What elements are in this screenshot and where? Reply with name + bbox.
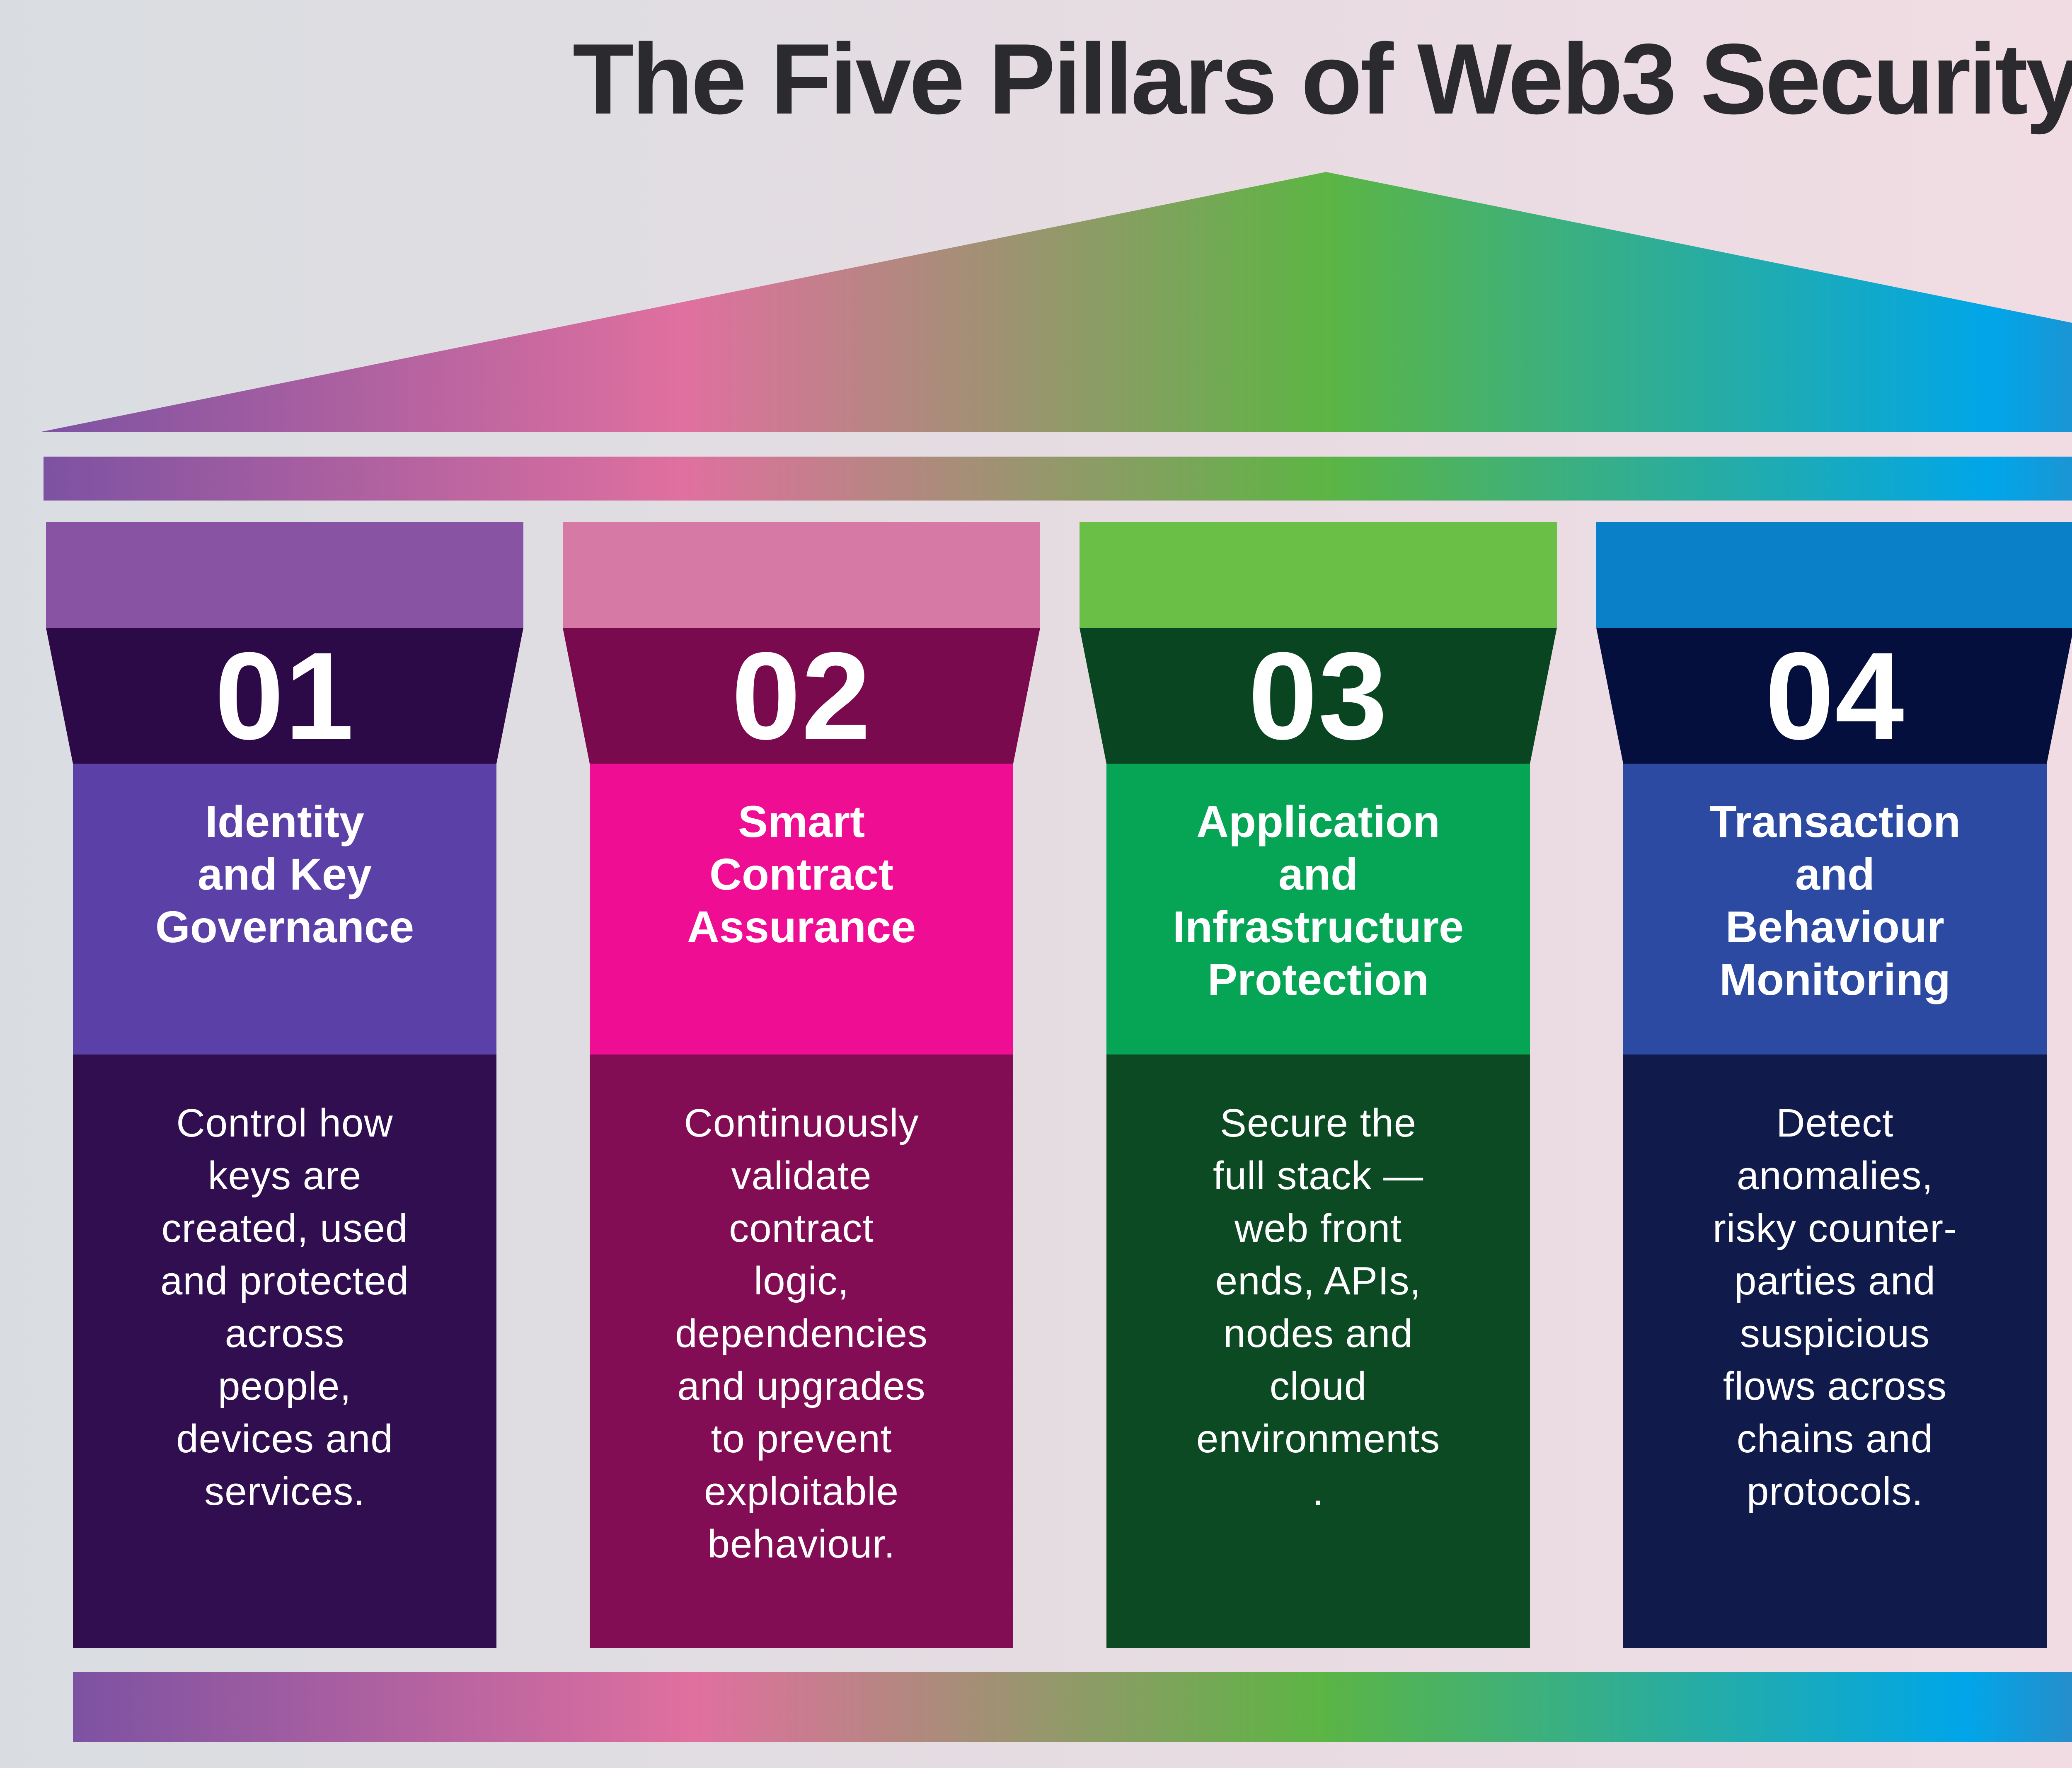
pillar-03-title-block: Application and Infrastructure Protectio… — [1106, 764, 1530, 1055]
pillar-02-cap — [563, 522, 1040, 628]
pillar-03-title: Application and Infrastructure Protectio… — [1172, 796, 1464, 1004]
pillar-02-title: Smart Contract Assurance — [687, 796, 916, 952]
pillar-01-title: Identity and Key Governance — [155, 796, 414, 952]
pillar-02-description-block: Continuously validate contract logic, de… — [590, 1055, 1013, 1648]
pillar-03-number: 03 — [1248, 626, 1388, 765]
pediment-roof — [41, 172, 2072, 432]
pillar-04: 04 Transaction and Behaviour Monitoring … — [1596, 522, 2072, 1648]
pillar-02: 02 Smart Contract Assurance Continuously… — [563, 522, 1040, 1648]
pillar-02-description: Continuously validate contract logic, de… — [675, 1101, 928, 1566]
pillar-03-description-block: Secure the full stack — web front ends, … — [1106, 1055, 1530, 1648]
page-title: The Five Pillars of Web3 Security — [572, 23, 2072, 135]
pillar-01-number: 01 — [215, 626, 355, 765]
top-gradient-bar — [44, 457, 2072, 501]
pillar-01-cap — [46, 522, 523, 628]
pillar-04-title-block: Transaction and Behaviour Monitoring — [1623, 764, 2047, 1055]
pillar-01-capital: 01 — [46, 628, 523, 764]
pillar-04-title: Transaction and Behaviour Monitoring — [1709, 796, 1961, 1004]
pillar-02-number: 02 — [731, 626, 871, 765]
pillar-04-capital: 04 — [1596, 628, 2072, 764]
pillar-03-capital: 03 — [1080, 628, 1557, 764]
pillar-01-description: Control how keys are created, used and p… — [160, 1101, 409, 1514]
pillar-04-description-block: Detect anomalies, risky counter- parties… — [1623, 1055, 2047, 1648]
pillar-01-description-block: Control how keys are created, used and p… — [73, 1055, 496, 1648]
pillar-01: 01 Identity and Key Governance Control h… — [46, 522, 523, 1648]
pillar-02-title-block: Smart Contract Assurance — [590, 764, 1013, 1055]
pillar-04-description: Detect anomalies, risky counter- parties… — [1712, 1101, 1958, 1514]
pillar-03-description: Secure the full stack — web front ends, … — [1196, 1101, 1440, 1514]
pillar-01-title-block: Identity and Key Governance — [73, 764, 496, 1055]
pillar-04-cap — [1596, 522, 2072, 628]
pillar-03-cap — [1080, 522, 1557, 628]
pillar-04-number: 04 — [1765, 626, 1905, 765]
pillar-02-capital: 02 — [563, 628, 1040, 764]
bottom-gradient-bar — [73, 1672, 2072, 1742]
pillar-03: 03 Application and Infrastructure Protec… — [1080, 522, 1557, 1648]
